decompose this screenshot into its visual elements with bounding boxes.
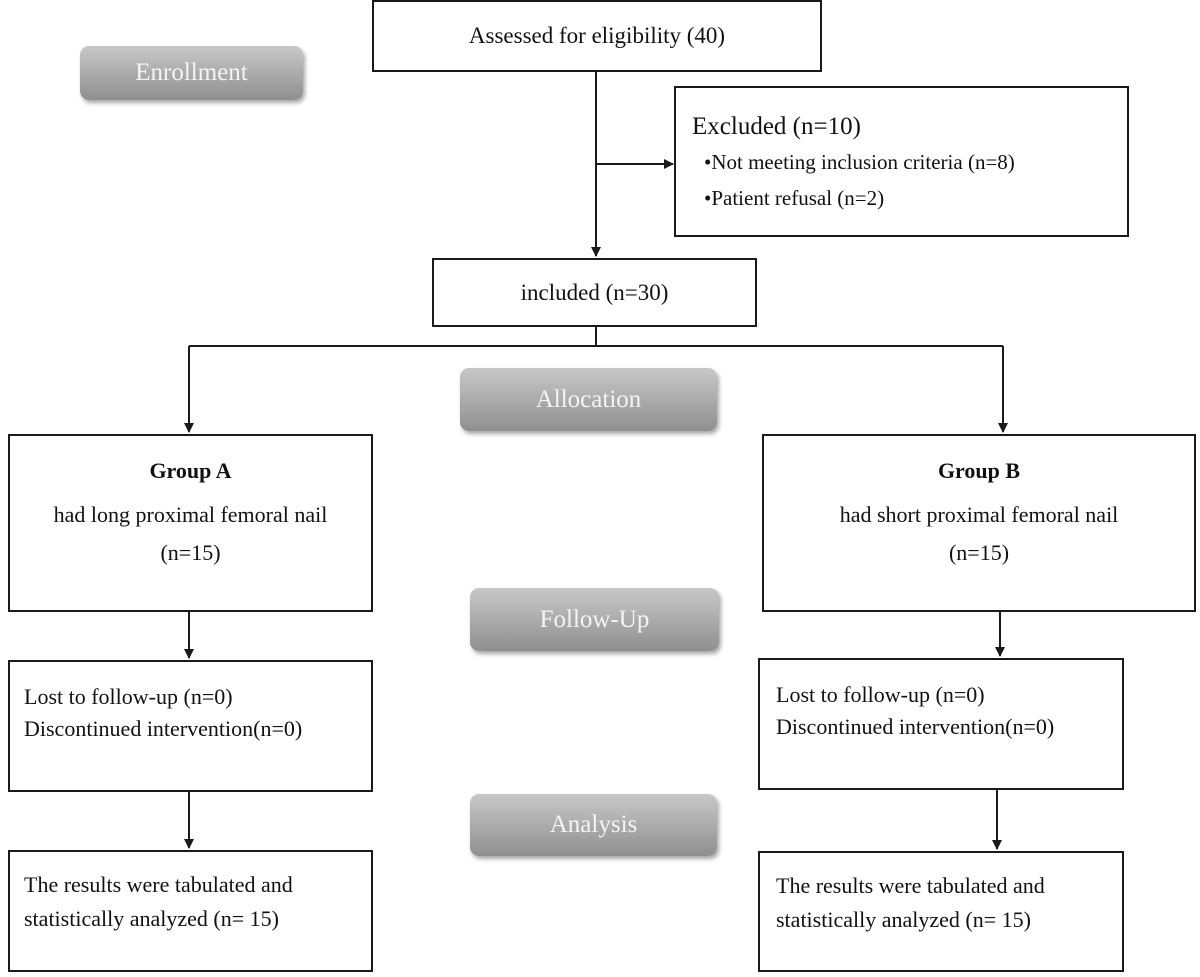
group-a-analysis-line: statistically analyzed (n= 15) xyxy=(24,906,279,931)
excluded-reason: •Patient refusal (n=2) xyxy=(704,186,885,210)
group-b-title: Group B xyxy=(937,458,1021,483)
group-b-description: had short proximal femoral nail xyxy=(839,502,1119,527)
group-a-followup-line: Lost to follow-up (n=0) xyxy=(24,684,233,709)
group-a-description: had long proximal femoral nail xyxy=(53,502,328,527)
excluded-title: Excluded (n=10) xyxy=(692,113,861,140)
group-b-followup-line: Lost to follow-up (n=0) xyxy=(776,682,985,707)
group-a-analysis-line: The results were tabulated and xyxy=(24,872,293,897)
group-b-analysis-line: statistically analyzed (n= 15) xyxy=(776,907,1031,932)
excluded-reason: •Not meeting inclusion criteria (n=8) xyxy=(704,150,1015,174)
stage-label-enrollment: Enrollment xyxy=(80,46,303,100)
group-a-followup-line: Discontinued intervention(n=0) xyxy=(24,716,303,741)
assessed-box: Assessed for eligibility (40) xyxy=(372,0,822,72)
group-b-followup-line: Discontinued intervention(n=0) xyxy=(776,714,1055,739)
group-b-analysis-line: The results were tabulated and xyxy=(776,873,1045,898)
assessed-text: Assessed for eligibility (40) xyxy=(468,23,726,48)
stage-label-analysis: Analysis xyxy=(470,794,717,856)
group-a-followup-box: Lost to follow-up (n=0) Discontinued int… xyxy=(8,660,373,792)
group-b-followup-box: Lost to follow-up (n=0) Discontinued int… xyxy=(758,658,1124,790)
stage-label-allocation: Allocation xyxy=(460,368,717,431)
group-a-box: Group A had long proximal femoral nail (… xyxy=(8,434,373,612)
stage-label-followup: Follow-Up xyxy=(470,588,719,651)
group-b-analysis-box: The results were tabulated and statistic… xyxy=(758,851,1124,972)
group-a-count: (n=15) xyxy=(160,540,221,565)
group-b-box: Group B had short proximal femoral nail … xyxy=(762,434,1196,612)
group-a-title: Group A xyxy=(149,458,232,483)
included-text: included (n=30) xyxy=(520,279,669,305)
included-box: included (n=30) xyxy=(432,258,757,327)
group-a-analysis-box: The results were tabulated and statistic… xyxy=(8,850,373,972)
group-b-count: (n=15) xyxy=(948,540,1010,565)
excluded-box: Excluded (n=10) •Not meeting inclusion c… xyxy=(674,86,1129,237)
